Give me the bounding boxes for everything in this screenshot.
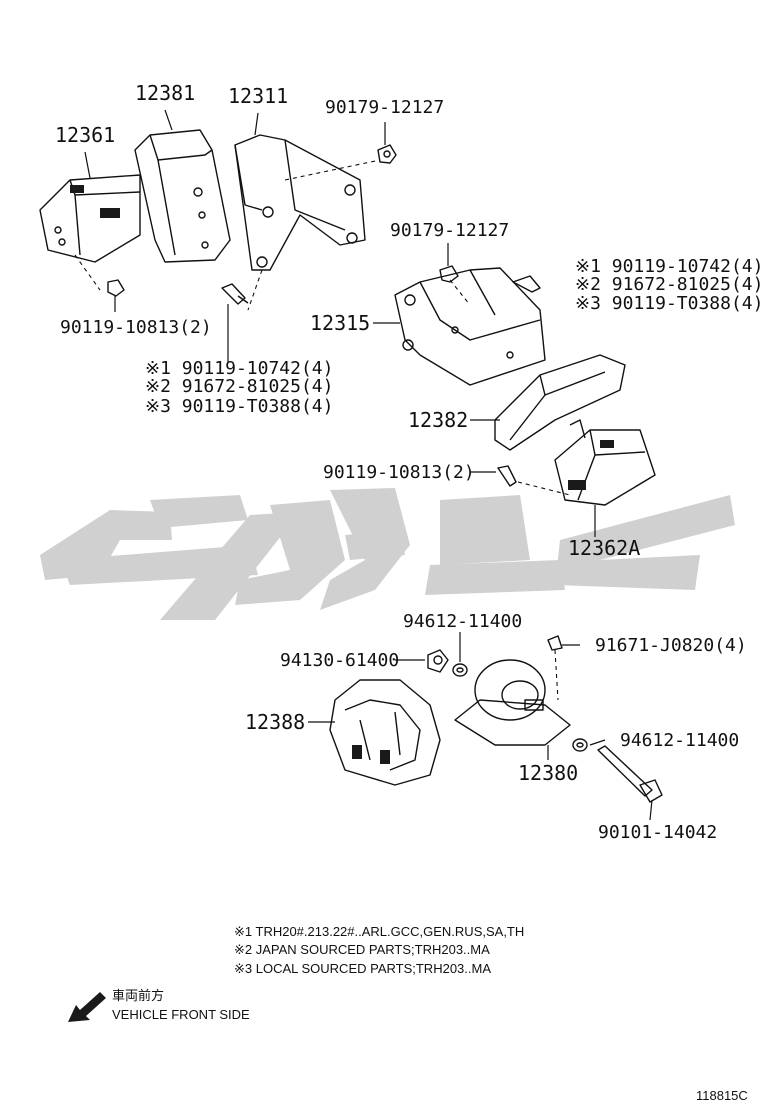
label-12311: 12311: [228, 84, 288, 108]
bolt-90119-10813-left: [74, 254, 125, 297]
label-94612-11400-bottom: 94612-11400: [620, 730, 739, 751]
figure-id: 118815C: [696, 1088, 748, 1103]
direction-label-english: VEHICLE FRONT SIDE: [112, 1007, 250, 1022]
label-12388: 12388: [245, 710, 305, 734]
bolt-90119-10813-right: [497, 465, 517, 487]
nut-90179-12127-top: [377, 144, 397, 164]
washer-94612-11400-bottom: [572, 738, 588, 752]
label-note1-bolt-right: ※1 90119-10742(4): [575, 256, 760, 277]
label-note2-bolt-left: ※2 91672-81025(4): [145, 376, 333, 397]
nut-94130-61400: [427, 649, 449, 673]
direction-label-japanese: 車両前方: [112, 988, 164, 1003]
bolt-91671-J0820: [547, 635, 563, 701]
part-12382-cover: [494, 354, 626, 451]
part-12315-bracket: [394, 267, 546, 386]
bolt-90101-14042: [597, 745, 663, 803]
part-12388-insulator: [329, 679, 441, 786]
label-12361: 12361: [55, 123, 115, 147]
label-90101-14042: 90101-14042: [598, 822, 717, 843]
footnote-2: ※2 JAPAN SOURCED PARTS;TRH203..MA: [234, 942, 490, 957]
part-12311-bracket: [234, 134, 381, 311]
leader-lines: [84, 109, 653, 821]
label-12381: 12381: [135, 81, 195, 105]
part-12381-cover: [134, 129, 231, 263]
label-90179-12127-right: 90179-12127: [390, 220, 509, 241]
nut-90179-12127-right: [439, 265, 459, 283]
bolt-90119-10742-right: [512, 275, 541, 293]
part-12362A-engine-mount: [517, 419, 656, 506]
footnote-3: ※3 LOCAL SOURCED PARTS;TRH203..MA: [234, 961, 491, 976]
label-12382: 12382: [408, 408, 468, 432]
label-12380: 12380: [518, 761, 578, 785]
watermark-logo: [40, 488, 735, 620]
label-note3-bolt-left: ※3 90119-T0388(4): [145, 396, 333, 417]
label-note1-bolt-left: ※1 90119-10742(4): [145, 358, 333, 379]
vehicle-front-arrow-icon: [68, 992, 106, 1022]
bolt-90119-10742-left: [221, 283, 249, 305]
label-12362A: 12362A: [568, 536, 640, 560]
footnote-1: ※1 TRH20#.213.22#..ARL.GCC,GEN.RUS,SA,TH: [234, 924, 524, 939]
label-90119-10813-left: 90119-10813(2): [60, 317, 212, 338]
washer-94612-11400-top: [452, 663, 468, 677]
label-94130-61400: 94130-61400: [280, 650, 399, 671]
part-12380-engine-mount: [454, 659, 571, 746]
label-note2-bolt-right: ※2 91672-81025(4): [575, 274, 760, 295]
part-12361-engine-mount: [39, 174, 141, 263]
label-94612-11400-top: 94612-11400: [403, 611, 522, 632]
label-91671-J0820: 91671-J0820(4): [595, 635, 747, 656]
label-note3-bolt-right: ※3 90119-T0388(4): [575, 293, 760, 314]
label-12315: 12315: [310, 311, 370, 335]
label-90119-10813-right: 90119-10813(2): [323, 462, 475, 483]
label-90179-12127-top: 90179-12127: [325, 97, 444, 118]
